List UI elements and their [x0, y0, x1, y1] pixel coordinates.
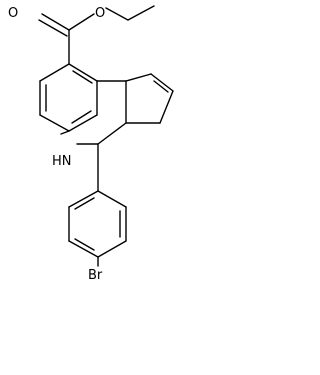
bond-aryl-inner-2: [74, 238, 95, 251]
bond-aromatic-3: [68, 114, 98, 132]
bond-c3a-c4: [97, 122, 127, 145]
bond-cp-double: [153, 80, 169, 93]
bond-aryl-6: [68, 190, 99, 208]
atom-labels: O O HN Br: [8, 6, 105, 283]
bond-cp-1: [125, 73, 152, 82]
bond-aromatic-inner-2: [71, 110, 92, 124]
bond-n-aromatic: [60, 130, 70, 135]
bond-aryl-4: [68, 240, 99, 258]
bonds: [38, 5, 174, 267]
bond-aromatic-inner-1: [72, 70, 93, 84]
bond-aromatic-4: [39, 114, 70, 132]
bond-aromatic-6: [39, 63, 70, 82]
bond-aromatic-1: [68, 63, 98, 82]
carbonyl-oxygen-label: O: [8, 6, 18, 21]
bond-ethyl-o: [105, 7, 129, 21]
bond-aryl-inner-3: [74, 197, 95, 210]
bromine-label: Br: [88, 268, 103, 283]
bond-carbonyl-double-2: [38, 19, 68, 37]
bond-o-carbonyl: [68, 13, 95, 31]
bond-carbonyl-double-1: [41, 13, 70, 31]
chemical-structure: O O HN Br: [8, 5, 174, 283]
bond-aryl-1: [97, 190, 127, 208]
bond-cp-3: [159, 90, 174, 124]
amine-label: HN: [52, 154, 72, 169]
bond-ethyl-ch3: [127, 5, 155, 21]
bond-cp-2: [150, 73, 174, 92]
bond-aryl-3: [97, 240, 127, 258]
ester-oxygen-label: O: [95, 6, 105, 21]
